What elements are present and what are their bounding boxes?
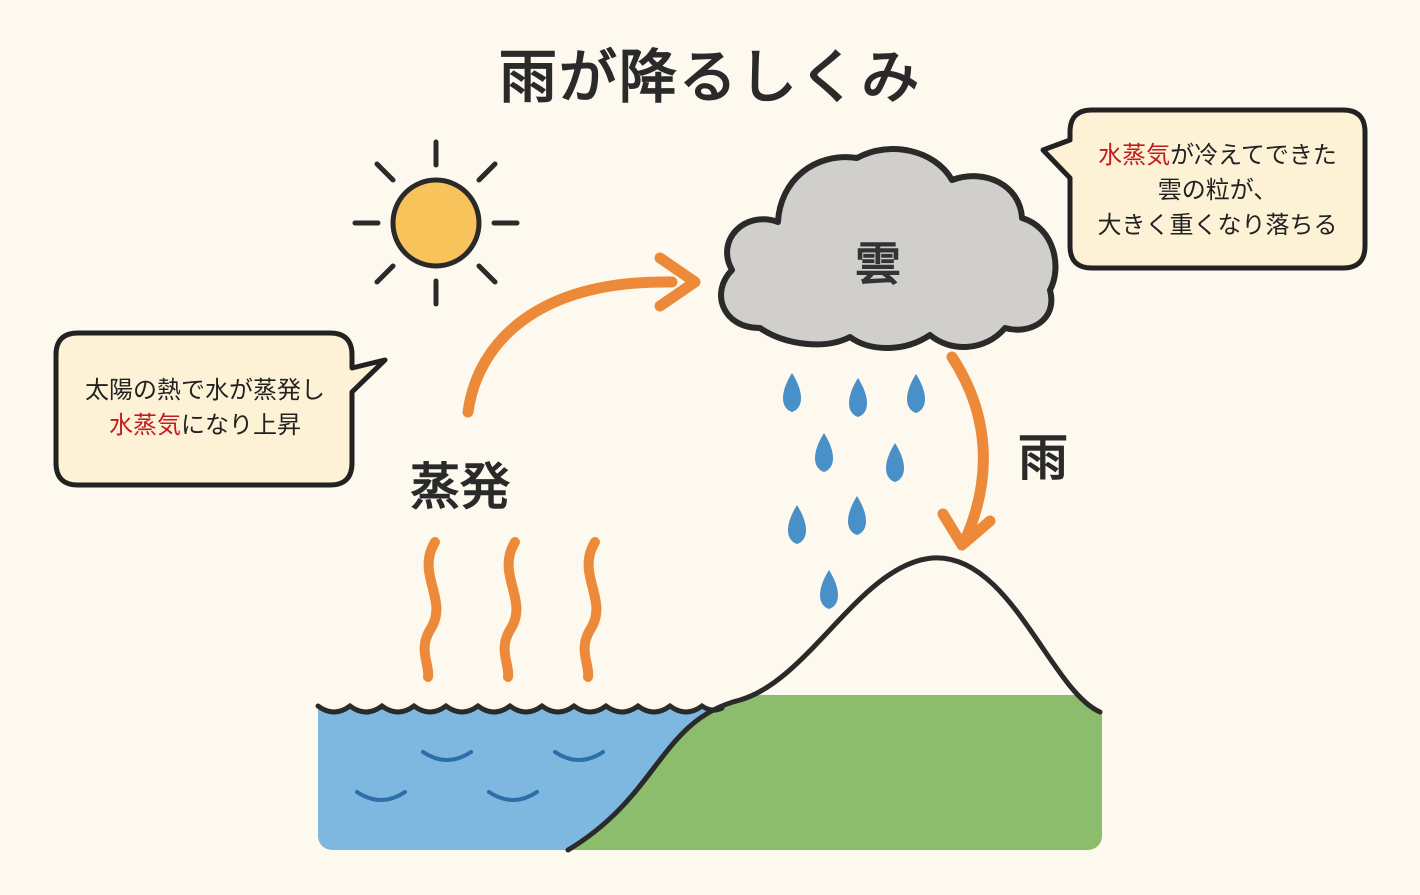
raindrop-icon <box>820 570 838 609</box>
water-ripples <box>355 750 605 802</box>
sun-icon <box>352 139 520 307</box>
water-surface-line <box>315 702 725 715</box>
callout-text-right: 水蒸気が冷えてできた 雲の粒が、 大きく重くなり落ちる <box>1075 138 1360 243</box>
mountain-outline <box>565 555 1103 853</box>
callout-right-line2: 雲の粒が、 <box>1157 176 1278 204</box>
raindrop-icon <box>849 378 867 417</box>
raindrop-icon <box>848 496 866 535</box>
raindrop-icon <box>783 373 801 412</box>
steam-lines <box>419 537 602 682</box>
rain-arrow <box>937 351 996 551</box>
evaporation-arrow <box>462 252 701 418</box>
raindrop-icon <box>886 443 904 482</box>
rain-label: 雨 <box>1018 429 1068 487</box>
rain-drops <box>783 373 925 609</box>
callout-bubble-right <box>1040 107 1368 271</box>
callout-right-line1: 水蒸気が冷えてできた <box>1075 138 1360 173</box>
mountain <box>568 695 1102 850</box>
page-title: 雨が降るしくみ <box>498 43 922 111</box>
raindrop-icon <box>907 374 925 413</box>
highlight-water-vapor: 水蒸気 <box>1098 141 1171 169</box>
raindrop-icon <box>815 433 833 472</box>
callout-bubble-left <box>53 330 388 488</box>
callout-right-line1-rest: が冷えてできた <box>1170 141 1337 169</box>
raindrop-icon <box>788 505 806 544</box>
callout-right-line3: 大きく重くなり落ちる <box>1097 211 1338 239</box>
highlight-water-vapor: 水蒸気 <box>109 411 181 439</box>
cloud-label: 雲 <box>855 237 901 291</box>
callout-text-left: 太陽の熱で水が蒸発し 水蒸気になり上昇 <box>60 373 350 443</box>
callout-left-line2: 水蒸気になり上昇 <box>60 408 350 443</box>
evaporation-label: 蒸発 <box>410 458 510 516</box>
cloud-icon <box>718 146 1059 351</box>
callout-left-line2-rest: になり上昇 <box>181 411 301 439</box>
callout-left-line1: 太陽の熱で水が蒸発し <box>85 376 325 404</box>
